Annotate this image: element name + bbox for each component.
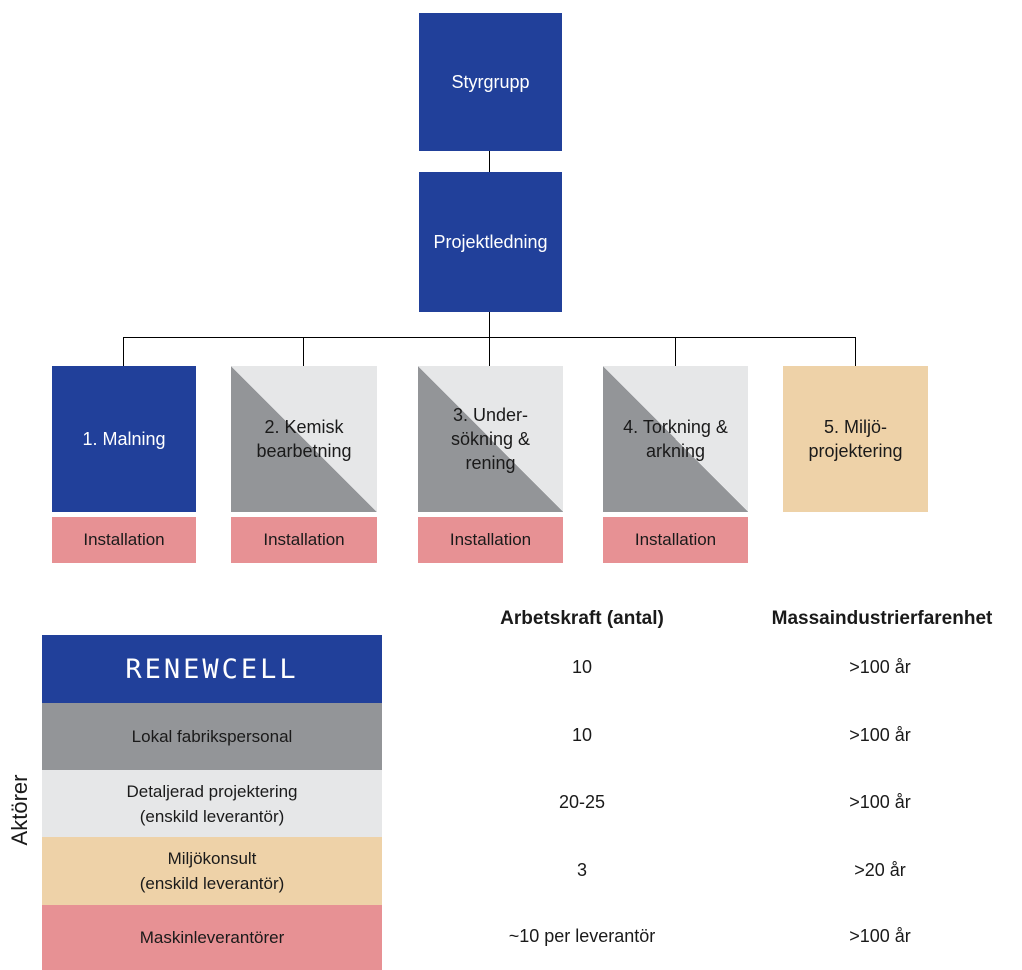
actor-label-detaljerad: Detaljerad projektering xyxy=(126,781,298,801)
connector-branch-3 xyxy=(489,337,490,366)
branch-label-1: 1. Malning xyxy=(82,429,166,449)
branch-label-3: 3. Under-sökning & rening xyxy=(450,405,531,473)
workforce-cell-3: 20-25 xyxy=(558,792,606,812)
actor-row-detaljerad: Detaljerad projektering (enskild leveran… xyxy=(42,770,382,837)
workforce-cell-2: 10 xyxy=(571,725,593,745)
actor-row-renewcell: RENEWCELL xyxy=(42,635,382,703)
styrgrupp-box: Styrgrupp xyxy=(419,13,562,151)
branch-label-5: 5. Miljö-projektering xyxy=(808,417,903,461)
projektledning-label: Projektledning xyxy=(433,232,548,252)
connector-middle xyxy=(489,311,490,337)
header-workforce: Arbetskraft (antal) xyxy=(500,608,664,629)
actor-row-lokal: Lokal fabrikspersonal xyxy=(42,703,382,770)
installation-box-1: Installation xyxy=(52,517,196,563)
connector-branch-1 xyxy=(123,337,124,366)
actor-row-miljokonsult: Miljökonsult (enskild leverantör) xyxy=(42,837,382,905)
workforce-cell-4: 3 xyxy=(576,860,587,880)
branch-box-5: 5. Miljö-projektering xyxy=(783,366,928,512)
installation-label-2: Installation xyxy=(263,530,345,549)
actor-label-lokal: Lokal fabrikspersonal xyxy=(131,727,293,746)
branch-box-1: 1. Malning xyxy=(52,366,196,512)
branch-box-2: 2. Kemisk bearbetning xyxy=(231,366,377,512)
installation-box-4: Installation xyxy=(603,517,748,563)
styrgrupp-label: Styrgrupp xyxy=(451,72,530,92)
branch-box-3: 3. Under-sökning & rening xyxy=(418,366,563,512)
branch-box-4: 4. Torkning & arkning xyxy=(603,366,748,512)
side-label-aktorer: Aktörer xyxy=(7,774,32,846)
connector-branch-4 xyxy=(675,337,676,366)
header-experience: Massaindustrierfarenhet xyxy=(771,608,993,629)
installation-box-2: Installation xyxy=(231,517,377,563)
actor-sublabel-miljokonsult: (enskild leverantör) xyxy=(139,874,285,893)
installation-label-4: Installation xyxy=(634,530,717,549)
experience-cell-3: >100 år xyxy=(849,792,911,812)
actor-sublabel-detaljerad: (enskild leverantör) xyxy=(139,806,285,826)
experience-cell-2: >100 år xyxy=(849,725,911,745)
installation-label-3: Installation xyxy=(449,530,532,549)
actor-row-maskin: Maskinleverantörer xyxy=(42,905,382,970)
connector-branch-2 xyxy=(303,337,304,366)
experience-cell-1: >100 år xyxy=(849,657,911,677)
connector-top xyxy=(489,150,490,172)
experience-cell-5: >100 år xyxy=(849,926,911,946)
connector-branch-5 xyxy=(855,337,856,366)
actor-label-miljokonsult: Miljökonsult xyxy=(167,849,257,868)
branch-label-4: 4. Torkning & arkning xyxy=(623,417,728,461)
branch-label-2: 2. Kemisk bearbetning xyxy=(256,417,352,461)
projektledning-box: Projektledning xyxy=(419,172,562,312)
renewcell-logo: RENEWCELL xyxy=(125,653,299,685)
actor-label-maskin: Maskinleverantörer xyxy=(139,928,285,947)
installation-box-3: Installation xyxy=(418,517,563,563)
workforce-cell-1: 10 xyxy=(571,657,593,677)
installation-label-1: Installation xyxy=(83,530,165,549)
workforce-cell-5: ~10 per leverantör xyxy=(508,926,656,946)
experience-cell-4: >20 år xyxy=(854,860,906,880)
